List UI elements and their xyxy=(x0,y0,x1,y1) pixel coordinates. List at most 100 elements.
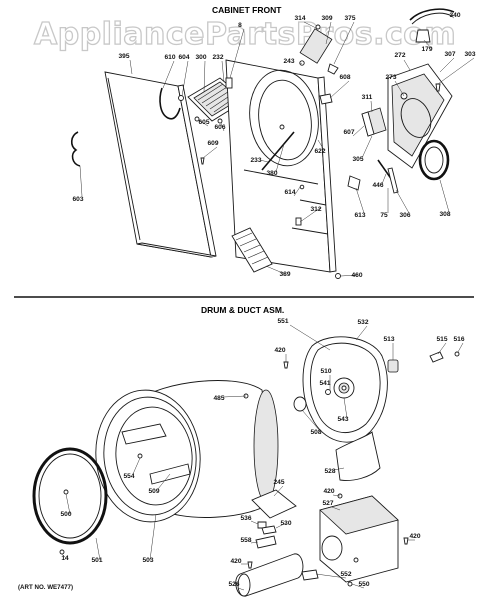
control-housing xyxy=(387,63,453,169)
part-label-515: 515 xyxy=(436,336,447,343)
part-label-613: 613 xyxy=(354,212,365,219)
part-label-8: 8 xyxy=(238,22,242,29)
leader-lines xyxy=(61,13,475,591)
drum xyxy=(95,380,279,523)
door-switch-assembly xyxy=(299,24,339,75)
part-label-610: 610 xyxy=(164,54,175,61)
part-label-420: 420 xyxy=(230,558,241,565)
part-label-375: 375 xyxy=(344,15,355,22)
door-latch xyxy=(261,131,295,171)
part-label-603: 603 xyxy=(72,196,83,203)
part-label-552: 552 xyxy=(340,571,351,578)
screw-516 xyxy=(454,351,460,357)
part-label-420: 420 xyxy=(323,488,334,495)
part-label-232: 232 xyxy=(212,54,223,61)
part-label-554: 554 xyxy=(123,473,134,480)
toe-grille xyxy=(231,227,273,273)
part-label-340: 340 xyxy=(449,12,460,19)
part-label-311: 311 xyxy=(362,94,373,101)
part-label-420: 420 xyxy=(409,533,420,540)
part-label-272: 272 xyxy=(394,52,405,59)
part-label-395: 395 xyxy=(118,53,129,60)
part-label-550: 550 xyxy=(358,581,369,588)
part-label-501: 501 xyxy=(91,557,102,564)
part-label-420: 420 xyxy=(274,347,285,354)
part-label-75: 75 xyxy=(380,212,388,219)
leveling-foot xyxy=(335,273,341,279)
part-label-528: 528 xyxy=(324,468,335,475)
rear-bulkhead xyxy=(302,336,388,443)
part-label-14: 14 xyxy=(61,555,69,562)
wire-harness xyxy=(159,87,181,120)
part-label-389: 389 xyxy=(279,271,290,278)
part-label-604: 604 xyxy=(178,54,189,61)
part-label-312: 312 xyxy=(310,206,321,213)
part-label-508: 508 xyxy=(310,429,321,436)
handle xyxy=(409,8,455,21)
screw-420-right xyxy=(403,537,409,545)
part-label-503: 503 xyxy=(142,557,153,564)
thermostat-513 xyxy=(387,359,399,373)
part-label-245: 245 xyxy=(273,479,284,486)
part-label-446: 446 xyxy=(372,182,383,189)
part-label-622: 622 xyxy=(314,148,325,155)
part-label-308: 308 xyxy=(439,211,450,218)
part-label-532: 532 xyxy=(357,319,368,326)
part-label-273: 273 xyxy=(385,74,396,81)
part-label-513: 513 xyxy=(383,336,394,343)
bracket-558 xyxy=(255,535,277,549)
thermistor-530 xyxy=(261,525,277,535)
part-label-305: 305 xyxy=(352,156,363,163)
glide-14 xyxy=(59,549,65,555)
screw-303 xyxy=(435,83,441,92)
part-label-516: 516 xyxy=(453,336,464,343)
hinge xyxy=(225,77,233,89)
section-title-drum-duct: DRUM & DUCT ASM. xyxy=(201,305,284,315)
switch xyxy=(178,95,184,101)
part-label-460: 460 xyxy=(351,272,362,279)
lamp-socket xyxy=(415,29,431,43)
watermark-logo: AppliancePartsPros.com xyxy=(34,17,456,52)
part-label-543: 543 xyxy=(337,416,348,423)
section-title-cabinet-front: CABINET FRONT xyxy=(212,5,282,15)
part-label-243: 243 xyxy=(283,58,294,65)
part-label-527: 527 xyxy=(322,500,333,507)
part-label-309: 309 xyxy=(321,15,332,22)
part-label-606: 606 xyxy=(214,124,225,131)
heater-tube xyxy=(235,553,304,597)
lower-duct xyxy=(335,431,381,481)
bracket-608 xyxy=(319,93,333,105)
part-label-536: 536 xyxy=(240,515,251,522)
mounting-plate xyxy=(251,489,297,519)
front-panel xyxy=(104,71,217,258)
drum-duct-group xyxy=(32,336,460,597)
part-label-526: 526 xyxy=(228,581,239,588)
part-label-530: 530 xyxy=(280,520,291,527)
screw-420-top xyxy=(283,361,289,369)
screw-606 xyxy=(217,118,223,124)
seal-ring xyxy=(418,139,450,181)
part-label-307: 307 xyxy=(444,51,455,58)
door-hook xyxy=(70,131,81,167)
part-label-314: 314 xyxy=(294,15,305,22)
part-label-510: 510 xyxy=(320,368,331,375)
thermostat-box xyxy=(361,107,387,137)
part-label-500: 500 xyxy=(60,511,71,518)
part-label-551: 551 xyxy=(277,318,288,325)
part-label-300: 300 xyxy=(195,54,206,61)
part-label-605: 605 xyxy=(198,119,209,126)
drum-roller xyxy=(293,396,307,412)
part-label-614: 614 xyxy=(284,189,295,196)
part-label-609: 609 xyxy=(207,140,218,147)
part-label-303: 303 xyxy=(464,51,475,58)
screw-609 xyxy=(200,157,205,165)
bearing-510 xyxy=(325,389,331,395)
part-label-179: 179 xyxy=(421,46,432,53)
part-label-485: 485 xyxy=(213,395,224,402)
part-label-306: 306 xyxy=(399,212,410,219)
terminal-552 xyxy=(301,569,319,581)
screw-420-mid xyxy=(247,561,253,569)
part-label-541: 541 xyxy=(319,380,330,387)
